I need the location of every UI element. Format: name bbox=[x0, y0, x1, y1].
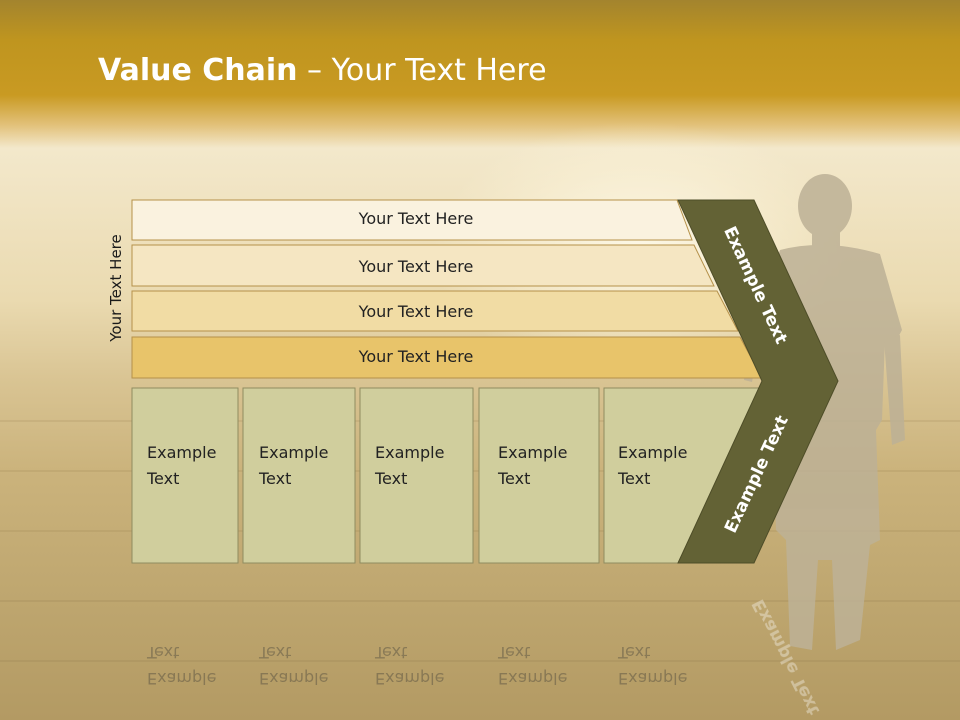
reflection-text: Example bbox=[259, 669, 328, 688]
diagram-reflection: Example bbox=[131, 562, 830, 720]
reflection-column bbox=[242, 562, 356, 720]
reflection-column bbox=[478, 562, 600, 720]
reflection-text: Text bbox=[497, 643, 530, 662]
bar-1-label: Your Text Here bbox=[358, 209, 474, 228]
title-bold: Value Chain bbox=[98, 53, 298, 88]
reflection-text: Text bbox=[617, 643, 650, 662]
column-4[interactable]: Example Text bbox=[478, 387, 600, 564]
column-1-line2: Text bbox=[146, 469, 179, 488]
bar-4-label: Your Text Here bbox=[358, 347, 474, 366]
column-3[interactable]: Example Text bbox=[359, 387, 474, 564]
bar-1[interactable]: Your Text Here bbox=[131, 199, 693, 241]
bar-2[interactable]: Your Text Here bbox=[131, 244, 715, 287]
reflection-text: Example bbox=[498, 669, 567, 688]
bar-3-label: Your Text Here bbox=[358, 302, 474, 321]
column-5-line1: Example bbox=[618, 443, 687, 462]
reflection-chevron bbox=[678, 563, 830, 720]
title-rest: – Your Text Here bbox=[297, 53, 547, 88]
reflection-text: Example bbox=[147, 669, 216, 688]
column-5-line2: Text bbox=[617, 469, 650, 488]
column-1-line1: Example bbox=[147, 443, 216, 462]
reflection-text: Example bbox=[147, 649, 216, 668]
bar-3[interactable]: Your Text Here bbox=[131, 290, 739, 332]
slide-title[interactable]: Value Chain – Your Text Here bbox=[98, 53, 547, 88]
reflection-text: Example bbox=[375, 669, 444, 688]
column-3-line2: Text bbox=[374, 469, 407, 488]
column-2-line2: Text bbox=[258, 469, 291, 488]
reflection-text: Text bbox=[146, 643, 179, 662]
column-2[interactable]: Example Text bbox=[242, 387, 356, 564]
bar-4[interactable]: Your Text Here bbox=[131, 336, 763, 379]
reflection-text: Text bbox=[258, 643, 291, 662]
reflection-text: Example bbox=[618, 669, 687, 688]
reflection-column bbox=[131, 562, 239, 720]
column-4-line2: Text bbox=[497, 469, 530, 488]
bar-2-label: Your Text Here bbox=[358, 257, 474, 276]
reflection-text: Text bbox=[374, 643, 407, 662]
column-2-line1: Example bbox=[259, 443, 328, 462]
reflection-column bbox=[359, 562, 474, 720]
column-1[interactable]: Example Text bbox=[131, 387, 239, 564]
column-3-line1: Example bbox=[375, 443, 444, 462]
column-4-line1: Example bbox=[498, 443, 567, 462]
